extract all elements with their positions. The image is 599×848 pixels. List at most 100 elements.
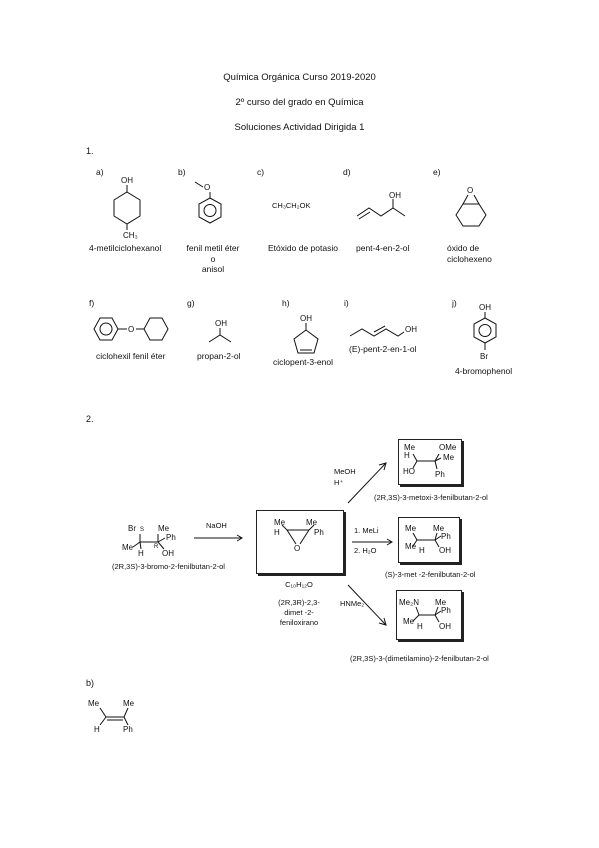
svg-text:Me: Me [433,524,445,533]
item-b-name-1: fenil metil éter [186,243,240,253]
intermediate-formula: C₁₀H₁₂O [285,580,313,589]
svg-text:Br: Br [480,352,488,361]
arrows-branches [347,462,393,626]
svg-text:O: O [294,544,300,553]
svg-text:R: R [154,544,159,550]
item-i-name: (E)-pent-2-en-1-ol [349,344,417,354]
structure-product-top: Me H OMe Me HO Ph [403,443,457,479]
svg-text:Me: Me [122,543,134,552]
svg-text:Ph: Ph [314,528,324,537]
item-j-name: 4-bromophenol [455,366,513,376]
item-d-name: pent-4-en-2-ol [356,243,410,253]
reagent-meli: 1. MeLi [354,526,379,535]
section-2-number: 2. [86,414,94,424]
svg-text:Ph: Ph [441,532,451,541]
item-e-letter: e) [433,167,441,177]
item-a-letter: a) [96,167,104,177]
svg-text:Ph: Ph [123,725,133,734]
svg-text:OH: OH [215,319,227,328]
item-h-name: ciclopent-3-enol [273,357,334,367]
svg-text:Me₂N: Me₂N [399,598,419,607]
arrow-naoh [194,534,243,542]
structure-e-pent-2-en-1-ol: OH [349,325,417,337]
item-e-name-2: ciclohexeno [447,254,492,264]
svg-text:OH: OH [162,549,174,558]
svg-text:Me: Me [403,617,415,626]
reagent-naoh: NaOH [206,521,227,530]
svg-text:H: H [419,546,425,555]
item-d-letter: d) [343,167,351,177]
document-heading: Soluciones Actividad Dirigida 1 [234,122,365,133]
svg-text:Me: Me [306,518,318,527]
svg-text:Me: Me [405,524,417,533]
product-mid-name: (S)-3-met -2-fenilbutan-2-ol [385,570,476,579]
product-bot-name: (2R,3S)-3-(dimetilamino)-2-fenilbutan-2-… [350,654,489,663]
item-f-letter: f) [89,298,95,308]
svg-text:O: O [204,183,210,192]
svg-text:O: O [467,186,473,195]
item-a-name: 4-metilciclohexanol [89,243,162,253]
svg-text:OMe: OMe [439,443,457,452]
svg-text:Ph: Ph [441,606,451,615]
intermediate-box [256,510,344,574]
svg-text:OH: OH [439,546,451,555]
svg-text:Me: Me [443,453,455,462]
item-b-name-2: o [210,254,216,264]
svg-text:Ph: Ph [166,533,176,542]
svg-text:OH: OH [405,325,417,334]
svg-text:Me: Me [435,598,447,607]
svg-text:Me: Me [158,524,170,533]
svg-text:OH: OH [121,176,133,185]
svg-text:H: H [417,622,423,631]
item-h-letter: h) [282,298,290,308]
svg-text:OH: OH [300,314,312,323]
svg-text:Me: Me [404,443,416,452]
structure-pent-4-en-2-ol: OH [356,191,406,220]
svg-text:H: H [94,725,100,734]
item-c-letter: c) [257,167,265,177]
item-f-name: ciclohexil fenil éter [96,351,166,361]
structure-section-b-alkene: Me Me H Ph [88,699,135,734]
svg-text:S: S [140,527,144,533]
svg-text:OH: OH [439,622,451,631]
svg-text:Me: Me [274,518,286,527]
item-b-letter: b) [178,167,186,177]
svg-text:CH₃: CH₃ [123,231,138,240]
structure-anisol: O [194,181,222,224]
structure-product-mid: Me Me Ph Me H OH [405,524,451,555]
svg-text:H: H [138,549,144,558]
item-g-letter: g) [187,298,195,308]
svg-text:HO: HO [403,467,415,476]
item-e-name-1: óxido de [447,243,480,253]
structure-4-bromophenol: OH Br [473,303,497,361]
svg-text:Me: Me [405,542,417,551]
document-title: Química Orgánica Curso 2019-2020 [223,72,376,83]
item-g-name: propan-2-ol [197,351,241,361]
structure-ciclopent-3-enol: OH [293,314,319,354]
document-subtitle: 2º curso del grado en Química [235,97,364,108]
intermediate-name-2: dimet -2- [284,608,314,617]
reagent-hnme2: HNMe₂ [340,599,365,608]
item-c-name: Etóxido de potasio [268,243,338,253]
section-b-label: b) [86,678,95,688]
structure-propan-2-ol: OH [208,319,232,343]
reagent-h-plus: H⁺ [334,478,344,487]
product-top-name: (2R,3S)-3-metoxi-3-fenilbutan-2-ol [374,493,488,502]
item-c-formula: CH₃CH₂OK [272,201,311,210]
structure-ciclohexil-fenil-eter: O [93,317,169,341]
reactant-name: (2R,3S)-3-bromo-2-fenilbutan-2-ol [112,562,225,571]
reagent-h2o: 2. H₂O [354,546,377,555]
svg-text:OH: OH [479,303,491,312]
svg-text:O: O [128,325,134,334]
svg-text:Me: Me [123,699,135,708]
svg-text:Ph: Ph [435,470,445,479]
item-i-letter: i) [344,298,349,308]
structure-4-metilciclohexanol: OH CH₃ [113,176,141,240]
structure-reactant: Br S Me Ph Me H R OH [122,524,176,558]
intermediate-name-3: feniloxirano [279,618,319,627]
svg-text:Me: Me [88,699,100,708]
svg-text:H: H [274,528,280,537]
reagent-meoh: MeOH [334,467,356,476]
structure-product-bot: Me₂N Me Ph Me H OH [399,598,451,631]
structure-oxido-de-ciclohexeno: O [455,186,487,227]
